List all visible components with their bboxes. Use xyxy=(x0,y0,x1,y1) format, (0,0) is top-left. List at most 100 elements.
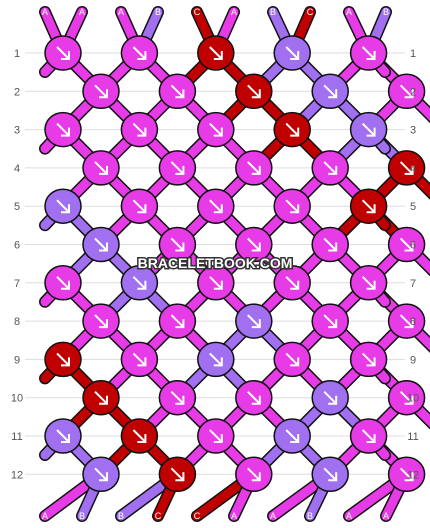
row-label-right: 9 xyxy=(410,354,416,366)
arrow-down-right-icon xyxy=(94,314,108,329)
strand-label-top: A xyxy=(231,7,237,17)
arrow-down-right-icon xyxy=(361,352,376,367)
arrow-down-right-icon xyxy=(132,46,147,60)
row-label-left: 5 xyxy=(14,201,20,213)
strand-label-top: B xyxy=(383,7,389,17)
knot xyxy=(235,73,273,110)
knot xyxy=(158,150,197,186)
arrow-down-right-icon xyxy=(247,467,261,482)
knot xyxy=(273,188,311,224)
strand-label-bottom: C xyxy=(194,511,201,521)
arrow-down-right-icon xyxy=(361,46,376,60)
arrow-down-right-icon xyxy=(170,390,185,405)
arrow-down-right-icon xyxy=(361,276,376,290)
knot xyxy=(273,111,311,148)
row-label-left: 10 xyxy=(11,393,23,405)
row-label-right: 8 xyxy=(410,316,416,328)
knot xyxy=(349,111,388,148)
knot xyxy=(349,341,388,378)
arrow-down-right-icon xyxy=(285,122,300,137)
knot xyxy=(197,418,235,454)
arrow-down-right-icon xyxy=(399,390,414,405)
strand-label-bottom: C xyxy=(155,511,162,521)
arrow-down-right-icon xyxy=(56,46,70,60)
row-label-left: 7 xyxy=(14,278,20,290)
knot xyxy=(235,226,273,263)
strand-label-top: B xyxy=(155,7,161,17)
row-label-right: 2 xyxy=(410,86,416,98)
strand-label-bottom: A xyxy=(383,511,389,521)
knot xyxy=(349,188,388,224)
arrow-down-right-icon xyxy=(285,276,300,290)
knot xyxy=(235,379,273,416)
knot xyxy=(44,111,82,148)
arrow-down-right-icon xyxy=(170,467,185,482)
knot xyxy=(273,35,311,71)
strand-label-top: C xyxy=(307,7,314,17)
knot xyxy=(82,456,120,493)
row-label-right: 1 xyxy=(410,48,416,60)
arrow-down-right-icon xyxy=(94,237,108,252)
knot xyxy=(387,73,426,110)
row-label-right: 4 xyxy=(410,163,416,175)
knot xyxy=(44,418,82,454)
row-label-right: 10 xyxy=(407,393,419,405)
knot xyxy=(387,226,426,263)
row-label-right: 11 xyxy=(407,431,418,443)
strand-label-top: A xyxy=(79,7,85,17)
knot xyxy=(158,226,197,263)
arrow-down-right-icon xyxy=(361,429,376,443)
arrow-down-right-icon xyxy=(94,390,108,405)
knot xyxy=(273,265,311,301)
row-label-left: 3 xyxy=(14,125,20,137)
arrow-down-right-icon xyxy=(399,84,414,99)
arrow-down-right-icon xyxy=(323,84,338,99)
knot xyxy=(387,150,426,186)
knot xyxy=(197,188,235,224)
arrow-down-right-icon xyxy=(323,467,338,482)
arrow-down-right-icon xyxy=(361,122,376,137)
arrow-down-right-icon xyxy=(56,352,70,367)
arrow-down-right-icon xyxy=(361,199,376,214)
arrow-down-right-icon xyxy=(56,199,70,214)
row-label-right: 3 xyxy=(410,125,416,137)
row-label-left: 8 xyxy=(14,316,20,328)
arrow-down-right-icon xyxy=(399,161,414,175)
strand-label-bottom: B xyxy=(118,511,124,521)
arrow-down-right-icon xyxy=(209,199,223,214)
knot xyxy=(120,418,159,454)
knot xyxy=(82,379,120,416)
knot xyxy=(82,150,120,186)
arrow-down-right-icon xyxy=(209,46,223,60)
knot xyxy=(349,35,388,71)
row-label-right: 12 xyxy=(407,469,419,481)
knot xyxy=(82,303,120,339)
arrow-down-right-icon xyxy=(94,84,108,99)
knot xyxy=(197,35,235,71)
arrow-down-right-icon xyxy=(323,314,338,329)
arrow-down-right-icon xyxy=(56,429,70,443)
knot xyxy=(273,418,311,454)
arrow-down-right-icon xyxy=(399,467,414,482)
knot xyxy=(158,73,197,110)
row-label-right: 7 xyxy=(410,278,416,290)
arrow-down-right-icon xyxy=(170,84,185,99)
knot xyxy=(235,150,273,186)
knot xyxy=(44,265,82,301)
knot xyxy=(349,418,388,454)
row-label-left: 1 xyxy=(14,48,20,60)
knot xyxy=(235,456,273,493)
arrow-down-right-icon xyxy=(323,161,338,175)
knot xyxy=(120,265,159,301)
arrow-down-right-icon xyxy=(132,199,147,214)
row-label-left: 4 xyxy=(14,163,20,175)
arrow-down-right-icon xyxy=(247,237,261,252)
knot xyxy=(120,188,159,224)
knot-grid xyxy=(44,35,426,493)
arrow-down-right-icon xyxy=(94,161,108,175)
watermark: BRACELETBOOK.COM xyxy=(138,255,293,271)
arrow-down-right-icon xyxy=(285,46,300,60)
